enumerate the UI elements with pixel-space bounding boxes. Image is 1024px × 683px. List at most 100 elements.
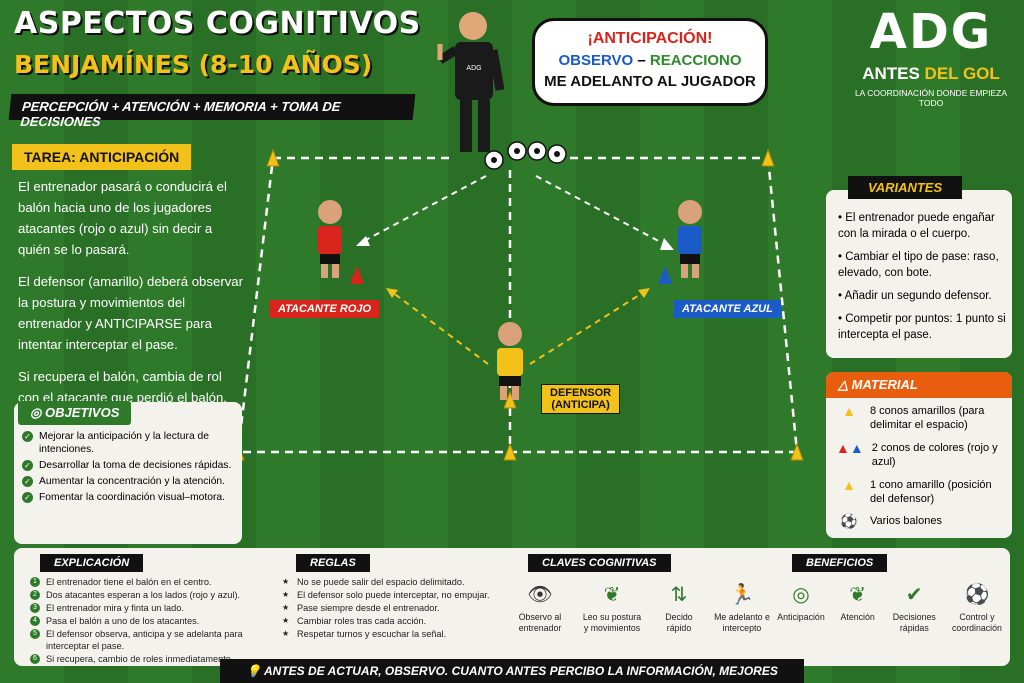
step-text: Si recupera, cambio de roles inmediatame… (46, 654, 234, 664)
check-icon: ✓ (22, 492, 33, 503)
list-item: • Competir por puntos: 1 punto si interc… (838, 313, 1006, 341)
footer-banner: 💡 ANTES DE ACTUAR, OBSERVO. CUANTO ANTES… (220, 659, 804, 683)
list-item: ⚽ Varios balones (836, 514, 1006, 528)
material-text: Varios balones (870, 515, 942, 527)
speech-bubble: ¡ANTICIPACIÓN! OBSERVO – REACCIONO ME AD… (532, 18, 768, 106)
bubble-dash: – (633, 52, 650, 69)
list-item: ★Pase siempre desde el entrenador. (282, 602, 502, 614)
step-number: 4 (30, 616, 40, 626)
target-icon: ◎ (30, 405, 45, 420)
rule-text: El defensor solo puede interceptar, no e… (297, 590, 490, 600)
cone-icon: △ (838, 377, 852, 392)
key-label: Leo su postura y movimientos (582, 612, 642, 633)
step-text: El defensor observa, anticipa y se adela… (46, 629, 243, 651)
yellow-cone-icon: ▲ (842, 477, 856, 493)
rule-text: Cambiar roles tras cada acción. (297, 616, 427, 626)
main-title: ASPECTOS COGNITIVOS (14, 6, 421, 41)
bubble-line3: ME ADELANTO AL JUGADOR (544, 73, 756, 90)
yellow-cone-icon: ▲ (842, 403, 856, 419)
key-label: Decido rápido (665, 612, 693, 633)
task-description: El entrenador pasará o conducirá el baló… (18, 176, 244, 419)
list-item: ✓Fomentar la coordinación visual–motora. (22, 491, 236, 504)
variants-panel (826, 190, 1012, 358)
list-item: 1 El entrenador tiene el balón en el cent… (30, 576, 260, 588)
step-number: 1 (30, 577, 40, 587)
list-item: 👁Observo al entrenador (510, 582, 570, 634)
rules-title: REGLAS (296, 554, 370, 572)
list-item: ◎Anticipación (774, 582, 828, 634)
list-item: ▲ 1 cono amarillo (posición del defensor) (836, 478, 1006, 506)
defender-label-line2: (ANTICIPA) (551, 399, 610, 411)
list-item: ❦Atención (835, 582, 881, 634)
balls (484, 141, 567, 170)
bubble-line1: ¡ANTICIPACIÓN! (587, 30, 713, 47)
logo-mark: ADG (869, 4, 993, 60)
footer-text: ANTES DE ACTUAR, OBSERVO. CUANTO ANTES P… (264, 664, 778, 678)
benefit-label: Anticipación (777, 612, 825, 622)
objectives-panel (14, 402, 242, 544)
list-item: • El entrenador puede engañar con la mir… (838, 212, 995, 240)
coach-shirt-text: ADG (466, 65, 481, 72)
list-item: ▲▲2 conos de colores (rojo y azul) (836, 441, 1006, 469)
reacciono-text: REACCIONO (649, 52, 742, 69)
adg-logo: ADG ANTES DEL GOL LA COORDINACIÓN DONDE … (852, 6, 1010, 108)
logo-name-b: DEL GOL (924, 64, 1000, 83)
lightbulb-icon: 💡 (246, 664, 265, 678)
split-arrow-icon: ⇅ (670, 584, 688, 606)
list-item: ✓Desarrollar la toma de decisiones rápid… (22, 459, 236, 472)
list-item: ⚽Control y coordinación (948, 582, 1006, 634)
star-icon: ★ (282, 590, 290, 599)
benefit-label: Control y coordinación (952, 612, 1002, 633)
blue-attacker-figure (678, 200, 702, 278)
objective-text: Aumentar la concentración y la atención. (39, 476, 226, 487)
star-icon: ★ (282, 603, 290, 612)
step-number: 6 (30, 654, 40, 664)
task-paragraph-2: El defensor (amarillo) deberá observar l… (18, 274, 244, 352)
bubble-line2: OBSERVO – REACCIONO (535, 52, 765, 69)
list-item: • Cambiar el tipo de pase: raso, elevado… (838, 251, 999, 279)
list-item: ✓ Aumentar la concentración y la atención… (22, 475, 236, 488)
brain-icon: ❦ (603, 584, 621, 606)
material-panel (826, 372, 1012, 538)
ball-icon: ⚽ (840, 513, 858, 529)
variant-text: El entrenador puede engañar con la mirad… (838, 212, 995, 240)
keys-section: CLAVES COGNITIVAS (528, 554, 671, 572)
material-text: 1 cono amarillo (posición del defensor) (870, 479, 992, 505)
eye-icon: 👁 (527, 584, 553, 606)
benefit-label: Decisiones rápidas (892, 612, 936, 633)
variants-list: • El entrenador puede engañar con la mir… (838, 210, 1008, 350)
list-item: ★ El defensor solo puede interceptar, no … (282, 589, 502, 601)
material-text: 2 conos de colores (rojo y azul) (871, 442, 998, 468)
pass-arrows (361, 175, 669, 247)
blue-cone (658, 266, 672, 284)
runner-icon: 🏃 (729, 584, 755, 606)
star-icon: ★ (282, 616, 290, 625)
logo-name: ANTES DEL GOL (852, 64, 1010, 84)
red-cone (350, 266, 364, 284)
keys-title: CLAVES COGNITIVAS (528, 554, 671, 572)
rules-list: ★ No se puede salir del espacio delimitad… (282, 576, 502, 641)
objective-text: Desarrollar la toma de decisiones rápida… (39, 460, 232, 471)
check-icon: ✓ (22, 431, 33, 442)
rule-text: No se puede salir del espacio delimitado… (297, 577, 465, 587)
benefits-list: ◎Anticipación ❦Atención ✔ Decisiones rápi… (774, 582, 1006, 634)
list-item: ⇅ Decido rápido (654, 582, 704, 634)
key-label: Me adelanto e intercepto (714, 612, 770, 633)
list-item: ★Respetar turnos y escuchar la señal. (282, 628, 502, 640)
defender-label-line1: DEFENSOR (550, 387, 612, 399)
step-number: 2 (30, 590, 40, 600)
defender-arrows (391, 291, 645, 365)
task-paragraph-1: El entrenador pasará o conducirá el baló… (18, 179, 227, 257)
check-icon: ✓ (22, 476, 33, 487)
explanation-section: EXPLICACIÓN (40, 554, 144, 572)
objectives-title-text: OBJETIVOS (44, 405, 120, 420)
check-circle-icon: ✔ (905, 584, 923, 606)
step-number: 5 (30, 629, 40, 639)
logo-tagline: LA COORDINACIÓN DONDE EMPIEZA TODO (854, 88, 1008, 108)
step-text: El entrenador tiene el balón en el centr… (46, 577, 212, 587)
material-text: 8 conos amarillos (para delimitar el esp… (870, 405, 985, 431)
objectives-list: ✓Mejorar la anticipación y la lectura de… (22, 430, 236, 507)
step-text: El entrenador mira y finta un lado. (46, 603, 184, 613)
star-icon: ★ (282, 577, 290, 586)
